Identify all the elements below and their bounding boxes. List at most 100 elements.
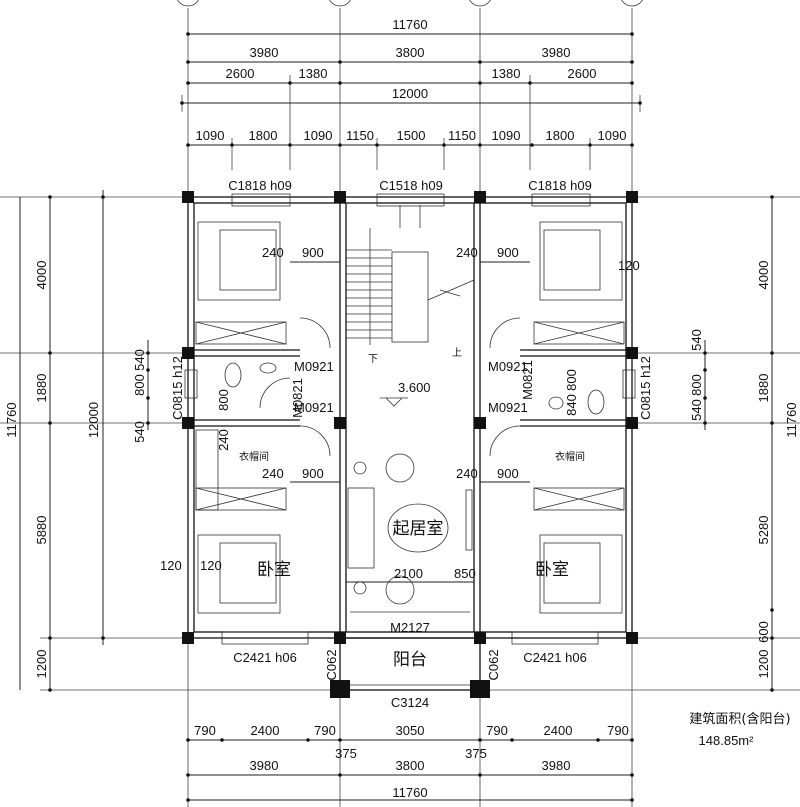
dimension-tick (186, 738, 190, 742)
axis-bubbles (177, 0, 643, 7)
door-label: M0821 (520, 360, 535, 400)
sofa-icon (347, 487, 375, 569)
dim-top-bay: 3800 (396, 45, 425, 60)
tv-cabinet-icon (465, 489, 473, 551)
dim-top-sub: 1380 (492, 66, 521, 81)
dimension-tick (48, 421, 52, 425)
wardrobe-icon (195, 429, 219, 511)
window-label: C1518 h09 (379, 178, 443, 193)
dim-interior: 2100 (394, 566, 423, 581)
dimension-tick (146, 368, 150, 372)
armchair-icon (385, 453, 415, 483)
dimension-tick (338, 81, 342, 85)
right-dimensions: 11760 4000 1880 5280 600 1200 540 800 54… (638, 197, 799, 690)
dim-right-segment: 600 (756, 621, 771, 643)
dimension-tick (478, 60, 482, 64)
dimension-tick (630, 143, 634, 147)
dimension-tick (288, 81, 292, 85)
elevation-marker-icon (380, 397, 408, 407)
dim-interior: 900 (302, 245, 324, 260)
dim-left-axis-total: 12000 (86, 402, 101, 438)
area-note: 建筑面积(含阳台) 148.85m² (689, 711, 790, 748)
coffee-table-icon (387, 503, 449, 553)
dim-top-opening: 1500 (397, 128, 426, 143)
dim-left-window: 800 (132, 374, 147, 396)
dimension-tick (596, 738, 600, 742)
dim-bottom-opening: 790 (607, 723, 629, 738)
room-labels: 起居室 卧室 卧室 衣帽间 衣帽间 阳台 3.600 下 上 (239, 347, 585, 670)
door-swing (299, 317, 331, 349)
bed-icon (539, 221, 623, 301)
dimension-tick (528, 81, 532, 85)
dim-interior: 240 (456, 245, 478, 260)
dim-top-opening: 1090 (598, 128, 627, 143)
area-label: 建筑面积(含阳台) (689, 711, 790, 727)
dim-top-opening: 1090 (196, 128, 225, 143)
dimension-tick (48, 688, 52, 692)
bed-icon (539, 534, 623, 614)
dimension-tick (703, 421, 707, 425)
dimension-tick (146, 396, 150, 400)
dimension-tick (703, 396, 707, 400)
door-swing (489, 317, 521, 349)
dimension-tick (510, 738, 514, 742)
dim-right-segment: 5280 (756, 516, 771, 545)
dim-top-opening: 1800 (546, 128, 575, 143)
dimension-tick (478, 773, 482, 777)
dim-top-sub: 2600 (568, 66, 597, 81)
sink-icon (259, 362, 277, 374)
door-labels: M0921 M0921 M0921 M0921 M0821 M0821 M212… (290, 359, 535, 635)
window-label: C3124 (391, 695, 429, 710)
wardrobe-icon (195, 487, 287, 511)
window-label-side-left: C0815 h12 (170, 356, 185, 420)
dimension-tick (703, 368, 707, 372)
room-label-closet: 衣帽间 (239, 450, 269, 463)
dim-interior: 240 (216, 429, 231, 451)
dim-interior: 800 (564, 369, 579, 391)
dim-top-overall: 11760 (392, 17, 427, 32)
door-swing (489, 425, 521, 457)
dim-top-opening: 1090 (304, 128, 333, 143)
dimension-tick (306, 738, 310, 742)
door-label: M2127 (390, 620, 430, 635)
dimension-tick (478, 143, 482, 147)
dimension-tick (338, 738, 342, 742)
dim-interior: 120 (618, 258, 640, 273)
room-label-living: 起居室 (393, 519, 444, 539)
dimension-tick (588, 143, 592, 147)
dimension-tick (770, 421, 774, 425)
dimension-tick (186, 773, 190, 777)
dimension-tick (186, 81, 190, 85)
dim-bottom-bay: 3800 (396, 758, 425, 773)
dim-top-axis-total: 12000 (392, 86, 428, 101)
dimension-tick (186, 798, 190, 802)
bed-icon (197, 534, 281, 614)
dim-interior: 900 (497, 245, 519, 260)
top-dimensions: 11760 3980 3800 3980 2600 1380 1380 2600… (182, 17, 640, 146)
dim-bottom-opening: 2400 (251, 723, 280, 738)
dim-top-opening: 1800 (249, 128, 278, 143)
dimension-tick (48, 636, 52, 640)
door-swing (259, 377, 291, 409)
dim-bottom-offset: 375 (465, 746, 487, 761)
dimension-tick (703, 351, 707, 355)
dimension-tick (630, 773, 634, 777)
dimension-tick (770, 636, 774, 640)
staircase (346, 205, 475, 345)
dim-left-segment: 4000 (34, 261, 49, 290)
stair-up-label: 上 (452, 347, 462, 359)
dimension-tick (186, 143, 190, 147)
door-label: M0821 (290, 378, 305, 418)
door-label: M0921 (294, 400, 334, 415)
dim-top-bay: 3980 (250, 45, 279, 60)
dim-interior: 120 (160, 558, 182, 573)
dim-left-window: 540 (132, 421, 147, 443)
dimension-tick (638, 101, 642, 105)
dim-right-overall: 11760 (784, 402, 799, 437)
window-label: C2421 h06 (233, 650, 297, 665)
dimension-tick (630, 798, 634, 802)
dimension-tick (230, 143, 234, 147)
dimension-tick (770, 195, 774, 199)
stair-down-label: 下 (368, 354, 378, 365)
bottom-dimensions: 790 2400 790 3050 790 2400 790 375 375 3… (188, 723, 632, 801)
